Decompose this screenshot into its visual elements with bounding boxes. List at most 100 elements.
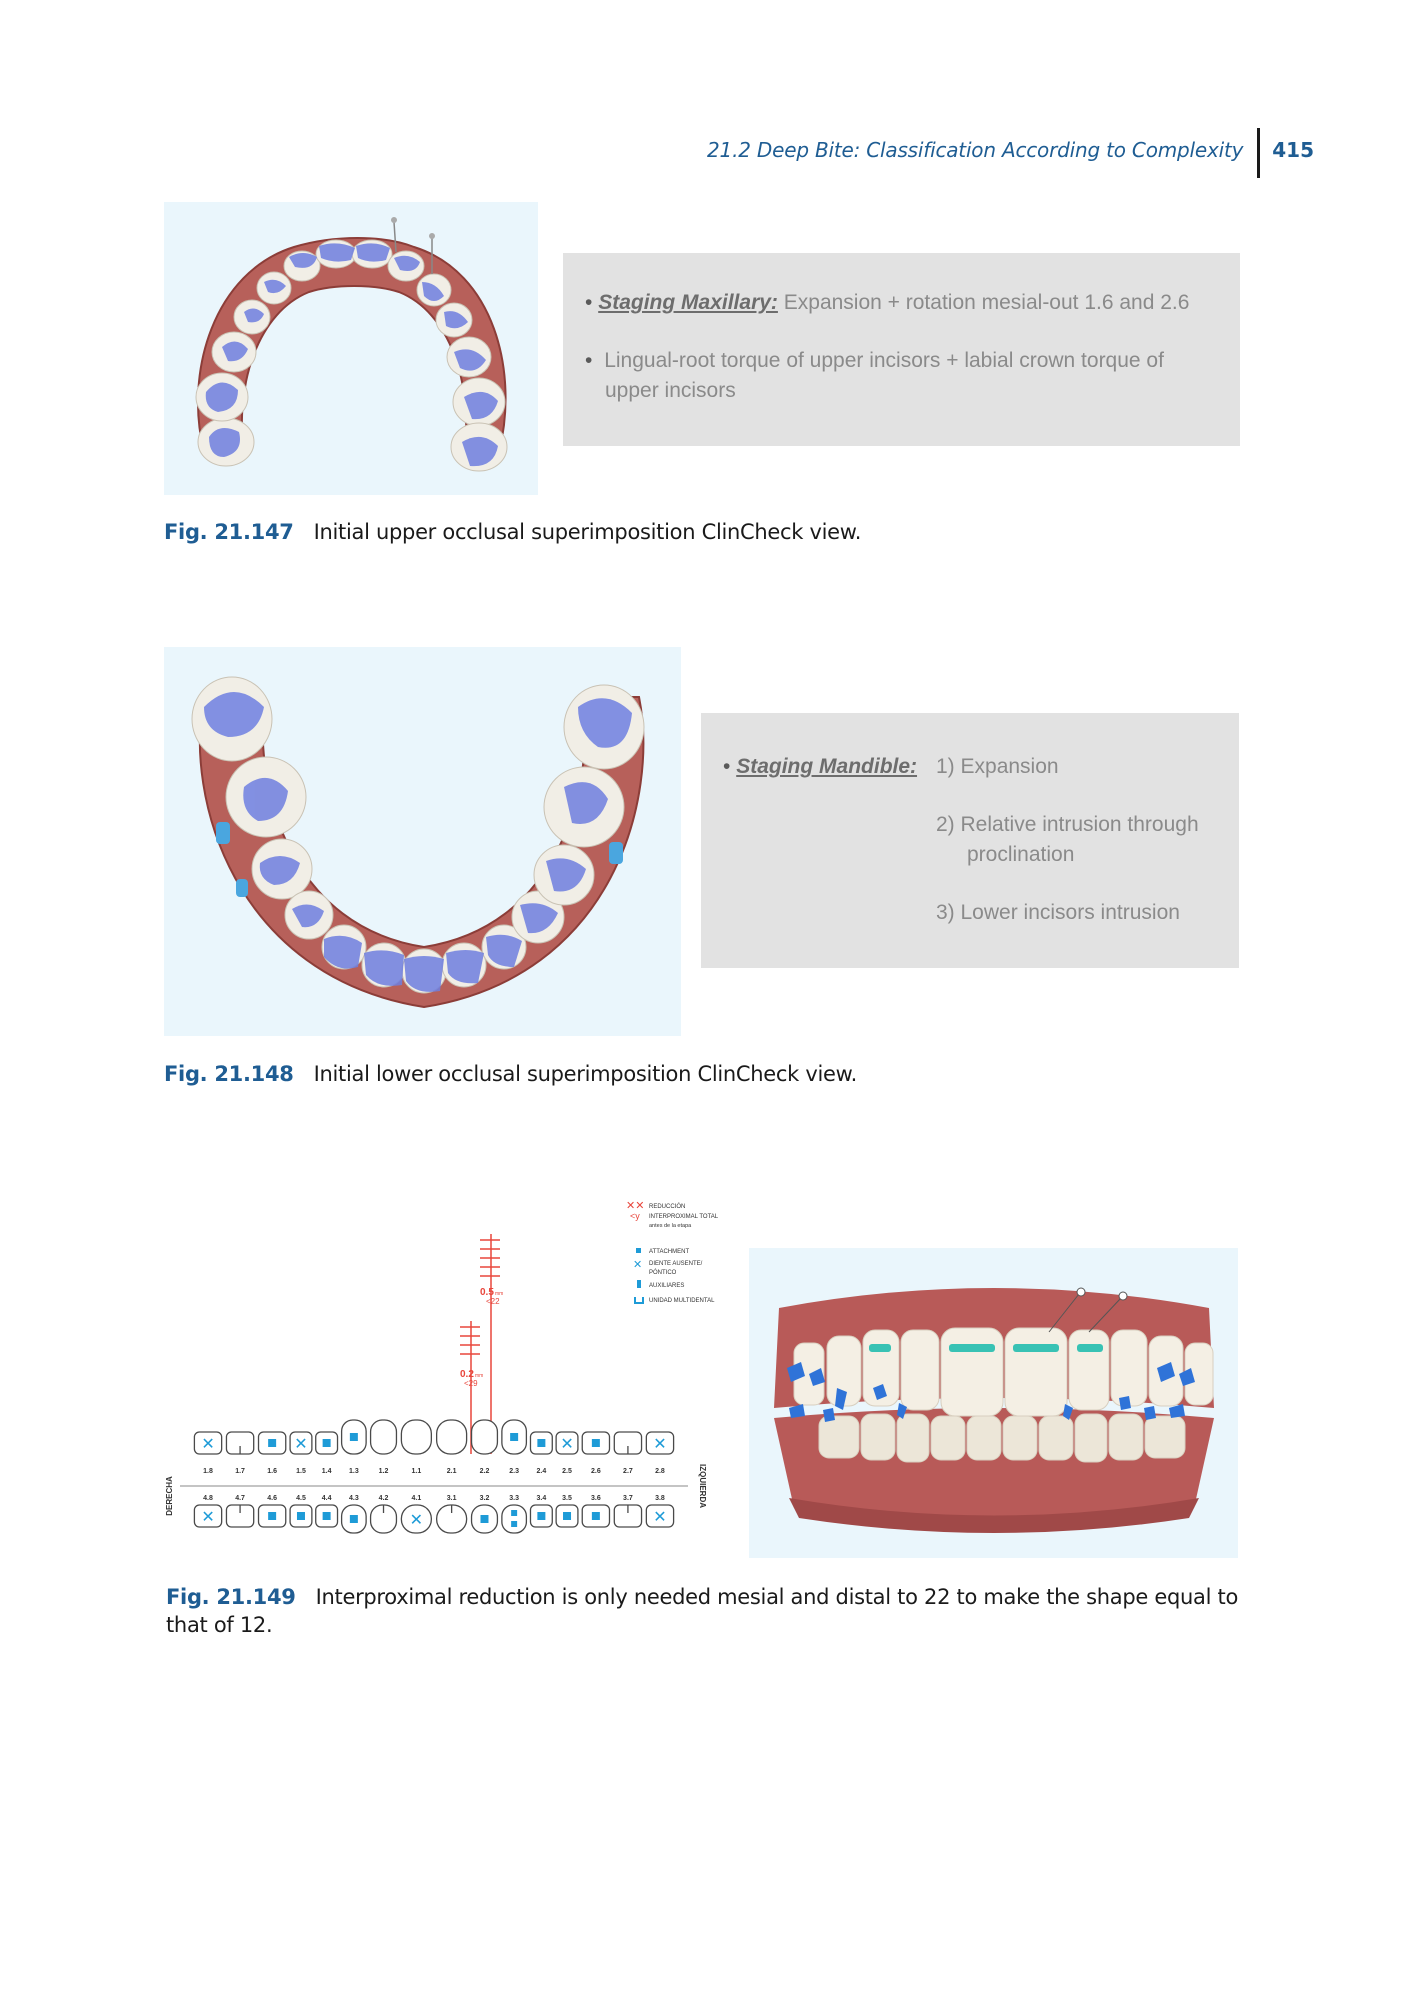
figure-caption-148: Fig. 21.148 Initial lower occlusal superi… <box>164 1062 857 1086</box>
tooth-number: 1.1 <box>412 1468 422 1475</box>
mandible-step-1: 1) Expansion <box>936 755 1059 778</box>
tooth-number: 4.2 <box>379 1495 389 1502</box>
attachment-icon <box>349 1433 358 1441</box>
tooth-number: 1.5 <box>296 1468 306 1475</box>
tooth-number: 1.6 <box>267 1468 277 1475</box>
tooth-number: 4.3 <box>349 1495 359 1502</box>
side-label-right: DERECHA <box>165 1476 174 1516</box>
caption-text-line2: that of 12. <box>166 1613 273 1637</box>
upper-tooth-1-5 <box>289 1431 313 1455</box>
mandible-step-3: 3) Lower incisors intrusion <box>936 901 1180 924</box>
tooth-number: 3.6 <box>591 1495 601 1502</box>
mandible-step-2-line2: proclination <box>967 843 1075 866</box>
tooth-number: 2.8 <box>655 1468 665 1475</box>
figure-label: Fig. 21.149 <box>166 1585 296 1609</box>
attachment-icon <box>322 1512 331 1520</box>
legend-missing-icon: ✕ <box>633 1259 642 1271</box>
page-number: 415 <box>1272 138 1314 162</box>
bullet-icon: • <box>585 349 593 372</box>
tooth-number: 3.2 <box>480 1495 490 1502</box>
ipr-chart: ✕✕ REDUCCIÓN <y INTERPROXIMAL TOTAL ante… <box>160 1196 732 1566</box>
tooth-number: 2.2 <box>480 1468 490 1475</box>
attachment-icon <box>296 1512 305 1520</box>
tooth-number: 1.8 <box>203 1468 213 1475</box>
legend-text: REDUCCIÓN <box>649 1203 685 1210</box>
legend-text: INTERPROXIMAL TOTAL <box>649 1214 719 1220</box>
frontal-clincheck-image <box>749 1248 1238 1558</box>
attachment-icon <box>537 1512 546 1520</box>
tooth-number: 4.7 <box>235 1495 245 1502</box>
legend-text: DIENTE AUSENTE/ <box>649 1261 703 1267</box>
attachment-icon <box>268 1439 277 1447</box>
tooth-number: 4.6 <box>267 1495 277 1502</box>
attachment-icon <box>591 1512 600 1520</box>
staging-mandible-box: • Staging Mandible: 1) Expansion 2) Rela… <box>701 713 1239 968</box>
bullet-icon: • <box>723 755 731 778</box>
torque-text-line1: Lingual-root torque of upper incisors + … <box>604 349 1164 372</box>
missing-tooth-icon: ✕ <box>410 1512 423 1529</box>
ipr-legend: ✕✕ REDUCCIÓN <y INTERPROXIMAL TOTAL ante… <box>626 1200 719 1304</box>
running-title: 21.2 Deep Bite: Classification According… <box>707 138 1244 162</box>
figure-label: Fig. 21.148 <box>164 1062 294 1086</box>
tooth-number: 3.5 <box>562 1495 572 1502</box>
upper-tooth-1-1 <box>400 1419 433 1455</box>
tooth-number: 4.1 <box>412 1495 422 1502</box>
tooth-number: 3.7 <box>623 1495 633 1502</box>
figure-caption-149: Fig. 21.149 Interproximal reduction is on… <box>166 1583 1238 1639</box>
missing-tooth-icon: ✕ <box>653 1436 666 1453</box>
attachment-icon <box>480 1515 489 1523</box>
upper-occlusal-image <box>164 202 538 495</box>
tooth-number: 2.7 <box>623 1468 633 1475</box>
bullet-icon: • <box>585 291 593 314</box>
staging-maxillary-label: Staging Maxillary: <box>598 291 778 314</box>
side-label-left: IZQUIERDA <box>698 1464 707 1508</box>
tooth-number: 1.2 <box>379 1468 389 1475</box>
lower-tooth-4-1 <box>400 1504 433 1534</box>
attachment-icon <box>563 1512 572 1520</box>
legend-text: UNIDAD MULTIDENTAL <box>649 1298 715 1304</box>
tooth-number: 1.3 <box>349 1468 359 1475</box>
attachment-icon <box>537 1439 546 1447</box>
upper-tooth-2-1 <box>435 1419 468 1455</box>
legend-text: ATTACHMENT <box>649 1249 689 1255</box>
attachment-icon <box>322 1439 331 1447</box>
lower-tooth-3-8 <box>645 1504 675 1528</box>
upper-tooth-1-2 <box>369 1419 398 1455</box>
ipr-amount: 0.2 <box>460 1369 474 1380</box>
tooth-number: 3.1 <box>447 1495 457 1502</box>
caption-text: Initial lower occlusal superimposition C… <box>313 1062 858 1086</box>
tooth-number: 1.4 <box>322 1468 332 1475</box>
mandible-step-2-line1: 2) Relative intrusion through <box>936 813 1199 836</box>
missing-tooth-icon: ✕ <box>653 1509 666 1526</box>
figure-label: Fig. 21.147 <box>164 520 294 544</box>
caption-text-line1: Interproximal reduction is only needed m… <box>315 1585 1239 1609</box>
upper-tooth-1-8 <box>193 1431 223 1455</box>
legend-attachment-icon <box>636 1248 641 1253</box>
upper-tooth-2-8 <box>645 1431 675 1455</box>
attachment-icon <box>268 1512 277 1520</box>
torque-text-line2: upper incisors <box>605 379 736 402</box>
ipr-unit: mm <box>495 1291 503 1297</box>
tooth-number: 4.8 <box>203 1495 213 1502</box>
staging-maxillary-text: Expansion + rotation mesial-out 1.6 and … <box>777 291 1190 314</box>
ipr-stage: <29 <box>464 1379 478 1388</box>
ipr-amount: 0.5 <box>480 1287 494 1298</box>
attachment-icon <box>510 1433 519 1441</box>
missing-tooth-icon: ✕ <box>201 1509 214 1526</box>
missing-tooth-icon: ✕ <box>560 1436 573 1453</box>
tooth-number: 4.4 <box>322 1495 332 1502</box>
running-header: 21.2 Deep Bite: Classification According… <box>707 128 1314 180</box>
legend-ipr-icon: ✕✕ <box>626 1200 644 1212</box>
staging-mandible-label: Staging Mandible: <box>736 755 918 778</box>
missing-tooth-icon: ✕ <box>201 1436 214 1453</box>
missing-tooth-icon: ✕ <box>294 1436 307 1453</box>
upper-tooth-2-5 <box>555 1431 579 1455</box>
legend-text: antes de la etapa <box>649 1223 692 1229</box>
tooth-number: 2.3 <box>509 1468 519 1475</box>
lower-tooth-3-3 <box>501 1504 528 1534</box>
tooth-number: 2.4 <box>537 1468 547 1475</box>
tooth-number: 3.4 <box>537 1495 547 1502</box>
